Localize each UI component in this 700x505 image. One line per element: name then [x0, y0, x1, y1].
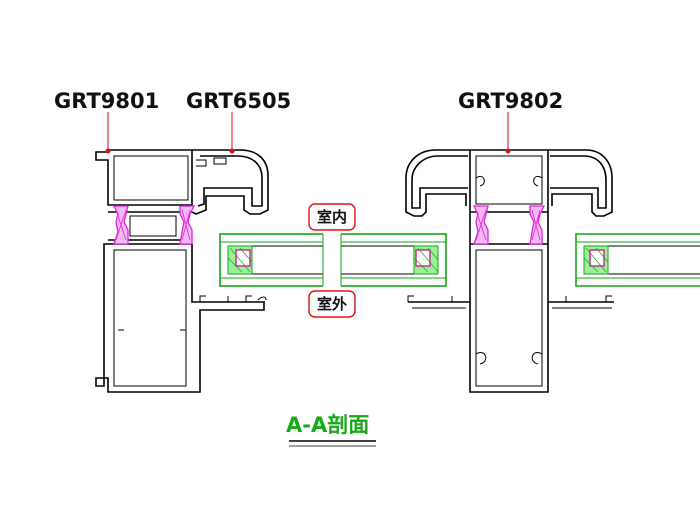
label-grt6505: GRT6505 [186, 89, 291, 113]
thermal-break-strips [112, 205, 546, 245]
label-leaders [107, 112, 509, 151]
sash-profile [191, 149, 269, 215]
outdoor-tag: 室外 [317, 295, 347, 313]
label-grt9801: GRT9801 [54, 89, 159, 113]
glass-unit-right [575, 233, 700, 287]
section-cut-gap [322, 228, 342, 292]
section-title: A-A剖面 [286, 413, 369, 437]
indoor-tag: 室内 [317, 208, 347, 226]
label-leader-dots [105, 148, 511, 154]
outdoor-tag-box [308, 290, 356, 318]
indoor-tag-box [308, 203, 356, 231]
label-grt9802: GRT9802 [458, 89, 563, 113]
